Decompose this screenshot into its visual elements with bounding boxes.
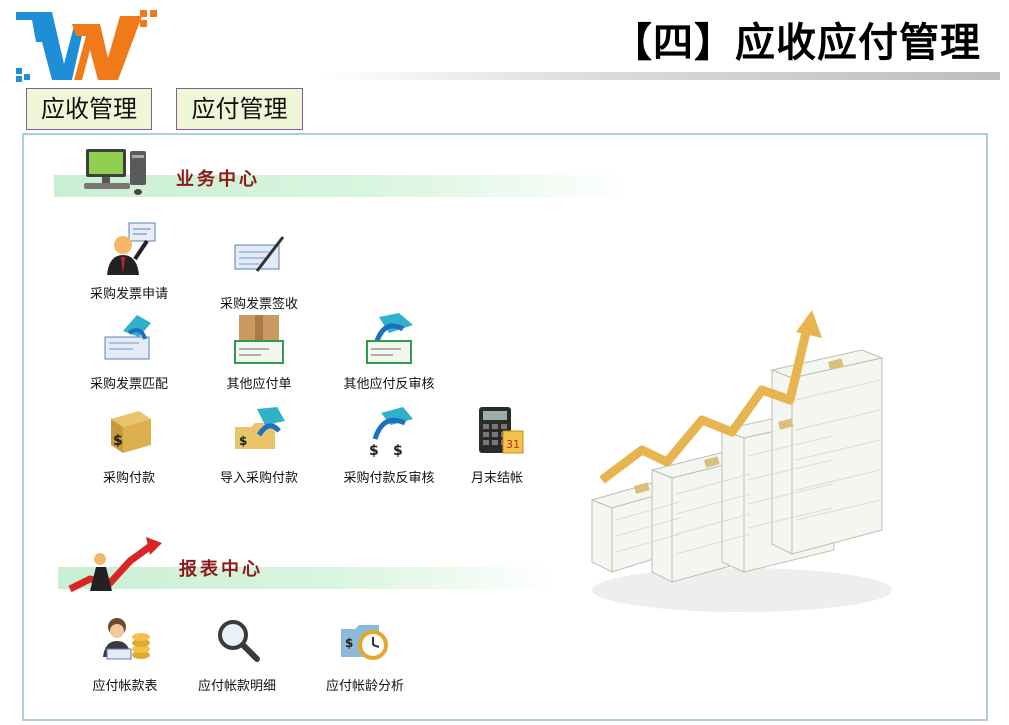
person-presenting-icon bbox=[107, 222, 156, 275]
page-title: 【四】应收应付管理 bbox=[612, 20, 981, 66]
month-end-close-button[interactable]: 31 月末结帐 bbox=[442, 405, 552, 486]
reverse-audit-icon bbox=[366, 313, 413, 364]
purchase-invoice-apply-button[interactable]: 采购发票申请 bbox=[74, 221, 184, 302]
business-center-title: 业务中心 bbox=[176, 169, 260, 190]
match-document-icon bbox=[104, 315, 151, 360]
item-label: 采购付款 bbox=[102, 471, 155, 486]
svg-text:$: $ bbox=[239, 434, 247, 448]
money-box-icon: $ bbox=[111, 411, 151, 453]
computer-icon bbox=[84, 149, 146, 195]
business-center-bar bbox=[54, 175, 634, 197]
clock-folder-icon: $ bbox=[341, 625, 388, 660]
svg-text:$: $ bbox=[369, 443, 379, 459]
other-payable-reverse-audit-button[interactable]: 其他应付反审核 bbox=[334, 311, 444, 392]
item-label: 其他应付反审核 bbox=[343, 377, 435, 392]
money-growth-illustration bbox=[590, 310, 892, 612]
svg-text:$: $ bbox=[113, 433, 123, 449]
payment-reverse-icon: $ $ bbox=[369, 407, 413, 459]
other-payable-button[interactable]: 其他应付单 bbox=[204, 311, 314, 392]
purchase-invoice-match-button[interactable]: 采购发票匹配 bbox=[74, 311, 184, 392]
company-logo bbox=[16, 10, 157, 82]
sign-document-icon bbox=[234, 236, 285, 272]
calculator-calendar-icon: 31 bbox=[479, 407, 524, 454]
magnifier-icon bbox=[218, 620, 260, 662]
import-folder-icon: $ bbox=[235, 407, 285, 449]
payable-account-detail-button[interactable]: 应付帐款明细 bbox=[182, 613, 292, 694]
svg-text:31: 31 bbox=[506, 438, 520, 451]
svg-text:$: $ bbox=[393, 443, 403, 459]
growth-chart-icon bbox=[68, 537, 162, 593]
tab-receivables[interactable]: 应收管理 bbox=[26, 88, 152, 130]
svg-text:$: $ bbox=[345, 636, 353, 650]
item-label: 应付帐款明细 bbox=[197, 679, 276, 694]
item-label: 采购付款反审核 bbox=[343, 471, 435, 486]
item-label: 应付帐龄分析 bbox=[325, 679, 404, 694]
title-divider bbox=[320, 72, 1000, 80]
item-label: 导入采购付款 bbox=[219, 471, 298, 486]
package-document-icon bbox=[234, 315, 284, 364]
report-center-bar bbox=[58, 567, 558, 589]
item-label: 月末结帐 bbox=[470, 471, 523, 486]
item-label: 采购发票匹配 bbox=[89, 377, 168, 392]
item-label: 采购发票签收 bbox=[219, 297, 298, 312]
accountant-coins-icon bbox=[103, 618, 150, 660]
report-center-title: 报表中心 bbox=[179, 559, 263, 580]
item-label: 应付帐款表 bbox=[92, 679, 158, 694]
purchase-payment-reverse-audit-button[interactable]: $ $ 采购付款反审核 bbox=[334, 405, 444, 486]
item-label: 采购发票申请 bbox=[89, 287, 168, 302]
purchase-payment-button[interactable]: $ 采购付款 bbox=[74, 405, 184, 486]
purchase-invoice-sign-button[interactable]: 采购发票签收 bbox=[204, 231, 314, 312]
item-label: 其他应付单 bbox=[226, 377, 292, 392]
payable-account-table-button[interactable]: 应付帐款表 bbox=[70, 613, 180, 694]
payable-aging-analysis-button[interactable]: $ 应付帐龄分析 bbox=[310, 613, 420, 694]
main-panel: 业务中心 采购发票申请 采购发票签收 bbox=[22, 133, 988, 721]
tab-payables[interactable]: 应付管理 bbox=[176, 88, 303, 130]
import-purchase-payment-button[interactable]: $ 导入采购付款 bbox=[204, 405, 314, 486]
